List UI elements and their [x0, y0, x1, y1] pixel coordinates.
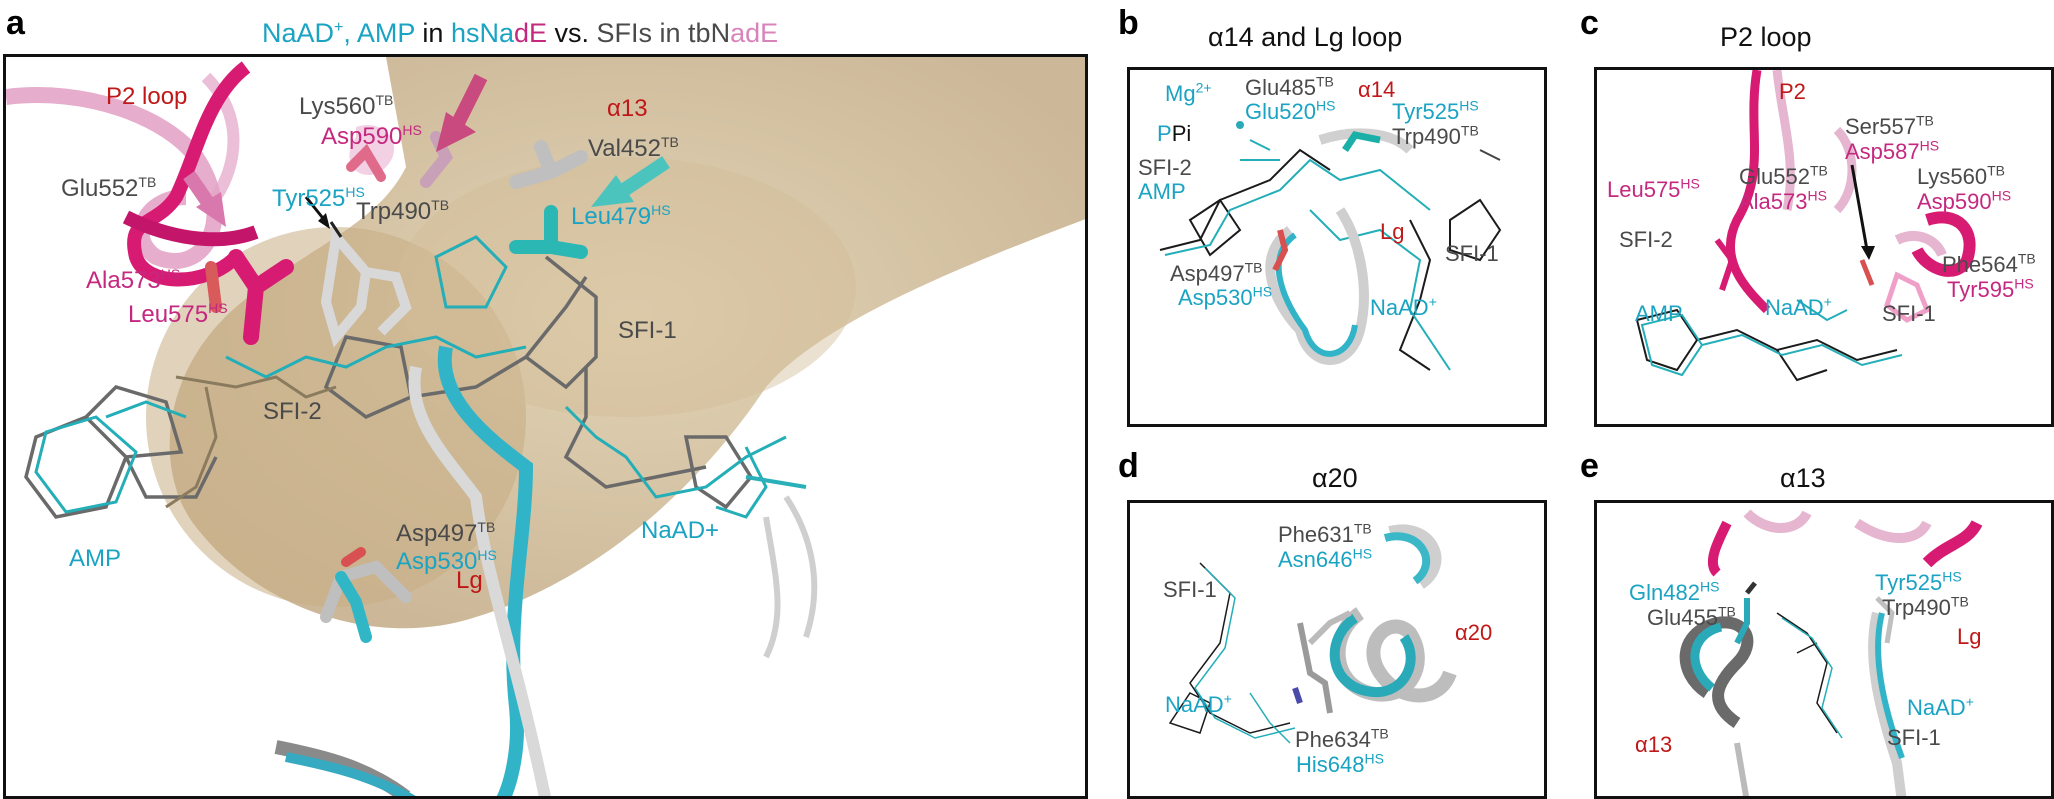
label-c-tyr595: Tyr595HS	[1947, 275, 2034, 302]
label-c-naad: NaAD+	[1765, 293, 1832, 320]
label-e-gln482: Gln482HS	[1629, 578, 1720, 605]
label-e-sfi1: SFI-1	[1887, 725, 1941, 750]
lg-loop-ribbon-hs	[437, 345, 534, 796]
label-b-trp490: Trp490TB	[1392, 122, 1479, 149]
lg-ribbon-b	[1265, 207, 1369, 365]
label-c-phe564: Phe564TB	[1942, 250, 2036, 277]
panel-d-structure-view: Phe631TB Asn646HS SFI-1 α20 NaAD+ Phe634…	[1127, 500, 1547, 799]
label-c-lys560: Lys560TB	[1917, 162, 2006, 189]
label-leu479: Leu479HS	[571, 202, 671, 230]
label-tyr525: Tyr525HS	[272, 184, 365, 212]
label-c-p2: P2	[1779, 79, 1806, 104]
pink-arrow-1	[449, 73, 488, 131]
trp490-sticks	[320, 225, 412, 348]
label-c-amp: AMP	[1635, 301, 1683, 326]
label-d-phe631: Phe631TB	[1278, 520, 1372, 547]
p2-ribbon-hs-c	[1726, 70, 1771, 314]
panel-d-letter: d	[1118, 447, 1139, 485]
label-e-glu455: Glu455TB	[1647, 603, 1736, 630]
label-d-his648: His648HS	[1296, 750, 1384, 777]
label-sfi2: SFI-2	[263, 398, 322, 425]
label-b-alpha14: α14	[1358, 77, 1396, 102]
label-e-trp490: Trp490TB	[1882, 593, 1969, 620]
naad-amp-ligands	[34, 235, 787, 519]
label-e-alpha13: α13	[1635, 732, 1673, 757]
label-ala573: Ala573HS	[86, 266, 181, 294]
label-b-lg: Lg	[1380, 219, 1405, 244]
label-alpha13: α13	[607, 95, 648, 122]
panel-e-structure-view: Gln482HS Glu455TB Tyr525HS Trp490TB Lg N…	[1594, 500, 2054, 799]
panel-d-title: α20	[1312, 463, 1358, 493]
label-b-glu485: Glu485TB	[1245, 73, 1334, 100]
label-amp: AMP	[69, 545, 122, 572]
leu479-sticks	[509, 205, 588, 259]
label-trp490: Trp490TB	[356, 197, 450, 225]
label-c-sfi1: SFI-1	[1882, 301, 1936, 326]
val452-sticks	[509, 140, 588, 189]
label-c-asp590: Asp590HS	[1917, 187, 2012, 214]
label-glu552: Glu552TB	[61, 174, 157, 202]
panel-c-letter: c	[1580, 4, 1599, 42]
label-lys560: Lys560TB	[299, 92, 394, 120]
panel-b-letter: b	[1118, 4, 1139, 42]
panel-e-title: α13	[1780, 463, 1826, 493]
cyan-arrow	[617, 156, 670, 198]
label-asp530: Asp530HS	[396, 547, 497, 575]
label-sfi1: SFI-1	[618, 317, 677, 344]
label-val452: Val452TB	[588, 134, 679, 162]
leu575-sticks	[228, 249, 294, 345]
label-e-lg: Lg	[1957, 624, 1982, 649]
label-b-mg: Mg2+	[1165, 79, 1212, 106]
label-e-naad: NaAD+	[1907, 693, 1974, 720]
panel-d-molecular-render	[1168, 524, 1457, 744]
asp497-sticks	[320, 560, 412, 623]
panel-b-title: α14 and Lg loop	[1208, 22, 1403, 52]
panel-a-molecular-render	[6, 57, 1085, 796]
panel-b-structure-view: Mg2+ PPi Glu485TB Glu520HS α14 Tyr525HS …	[1127, 67, 1547, 427]
label-c-asp587: Asp587HS	[1845, 137, 1940, 164]
label-b-naad: NaAD+	[1370, 293, 1437, 320]
label-c-leu575: Leu575HS	[1607, 175, 1700, 202]
label-asp497: Asp497TB	[396, 519, 496, 547]
label-c-sfi2: SFI-2	[1619, 227, 1673, 252]
label-d-asn646: Asn646HS	[1278, 545, 1373, 572]
label-c-glu552: Glu552TB	[1739, 162, 1828, 189]
panel-c-molecular-render	[1635, 70, 1976, 382]
panel-e-letter: e	[1580, 447, 1599, 485]
label-e-tyr525: Tyr525HS	[1875, 568, 1962, 595]
lg-loop-ribbon-tb	[408, 365, 551, 796]
panel-a-structure-view: P2 loop Glu552TB Lys560TB Asp590HS Tyr52…	[3, 54, 1088, 799]
panel-c-title: P2 loop	[1720, 22, 1812, 52]
label-leu575: Leu575HS	[128, 300, 228, 328]
label-b-amp: AMP	[1138, 179, 1186, 204]
panel-c-structure-view: P2 Ser557TB Asp587HS Leu575HS Glu552TB A…	[1594, 67, 2054, 427]
label-naad: NaAD+	[641, 517, 720, 544]
label-d-sfi1: SFI-1	[1163, 577, 1217, 602]
panel-b-molecular-render	[1159, 121, 1502, 371]
label-b-asp497: Asp497TB	[1170, 259, 1263, 286]
label-b-asp530: Asp530HS	[1178, 283, 1273, 310]
label-b-tyr525: Tyr525HS	[1392, 97, 1479, 124]
panel-e-molecular-render	[1679, 509, 1983, 796]
label-p2-loop: P2 loop	[106, 83, 188, 110]
panel-a-letter: a	[6, 4, 25, 42]
panel-a-title: NaAD+, AMP in hsNadE vs. SFIs in tbNadE	[262, 18, 779, 48]
label-b-glu520: Glu520HS	[1245, 97, 1336, 124]
label-b-ppi: PPi	[1157, 121, 1192, 146]
label-d-alpha20: α20	[1455, 620, 1493, 645]
label-b-sfi2: SFI-2	[1138, 155, 1192, 180]
label-c-ala573: Ala573HS	[1739, 187, 1827, 214]
label-d-naad: NaAD+	[1165, 690, 1232, 717]
label-c-ser557: Ser557TB	[1845, 112, 1934, 139]
label-lg: Lg	[456, 567, 483, 594]
label-asp590: Asp590HS	[321, 122, 422, 150]
label-b-sfi1: SFI-1	[1445, 241, 1499, 266]
label-d-phe634: Phe634TB	[1295, 725, 1389, 752]
